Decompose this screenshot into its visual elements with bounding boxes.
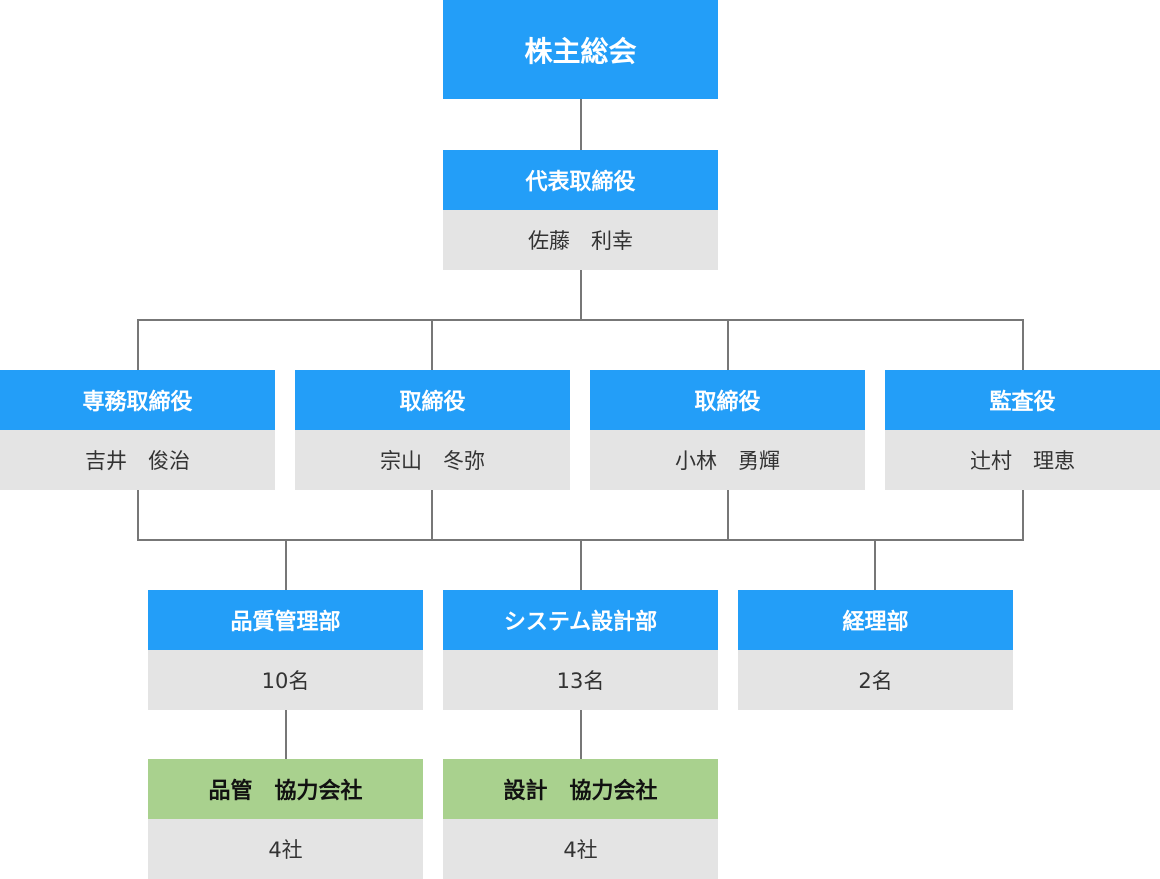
ceo-box: 代表取締役 佐藤 利幸	[443, 150, 718, 270]
officer-box-senior-director: 専務取締役 吉井 俊治	[0, 370, 275, 490]
connector-line	[431, 319, 433, 370]
connector-line	[580, 539, 582, 590]
department-box-system-design: システム設計部 13名	[443, 590, 718, 710]
officer-name: 小林 勇輝	[590, 430, 865, 490]
department-title: 品質管理部	[148, 590, 423, 650]
partner-title: 品管 協力会社	[148, 759, 423, 819]
connector-line	[580, 270, 582, 320]
officer-name: 辻村 理恵	[885, 430, 1160, 490]
department-box-accounting: 経理部 2名	[738, 590, 1013, 710]
officer-name: 宗山 冬弥	[295, 430, 570, 490]
officer-title: 取締役	[295, 370, 570, 430]
officer-name: 吉井 俊治	[0, 430, 275, 490]
connector-line	[285, 539, 287, 590]
connector-line	[137, 319, 139, 370]
partner-count: 4社	[443, 819, 718, 879]
shareholders-meeting-box: 株主総会	[443, 0, 718, 99]
department-count: 13名	[443, 650, 718, 710]
partner-count: 4社	[148, 819, 423, 879]
connector-line	[580, 99, 582, 150]
department-title: 経理部	[738, 590, 1013, 650]
connector-line	[874, 539, 876, 590]
connector-line	[727, 319, 729, 370]
shareholders-meeting-label: 株主総会	[524, 34, 637, 68]
officer-title: 監査役	[885, 370, 1160, 430]
connector-line	[580, 710, 582, 760]
ceo-name: 佐藤 利幸	[443, 210, 718, 270]
connector-line	[137, 490, 139, 541]
connector-line	[727, 490, 729, 541]
department-count: 2名	[738, 650, 1013, 710]
officer-box-auditor: 監査役 辻村 理恵	[885, 370, 1160, 490]
officer-title: 専務取締役	[0, 370, 275, 430]
partner-box-quality: 品管 協力会社 4社	[148, 759, 423, 879]
department-count: 10名	[148, 650, 423, 710]
partner-title: 設計 協力会社	[443, 759, 718, 819]
partner-box-design: 設計 協力会社 4社	[443, 759, 718, 879]
department-box-quality: 品質管理部 10名	[148, 590, 423, 710]
department-title: システム設計部	[443, 590, 718, 650]
connector-line	[1022, 319, 1024, 370]
officer-box-director-1: 取締役 宗山 冬弥	[295, 370, 570, 490]
officer-title: 取締役	[590, 370, 865, 430]
connector-line	[285, 710, 287, 760]
connector-line	[1022, 490, 1024, 541]
officer-box-director-2: 取締役 小林 勇輝	[590, 370, 865, 490]
ceo-title: 代表取締役	[443, 150, 718, 210]
connector-line	[137, 319, 1024, 321]
connector-line	[431, 490, 433, 541]
